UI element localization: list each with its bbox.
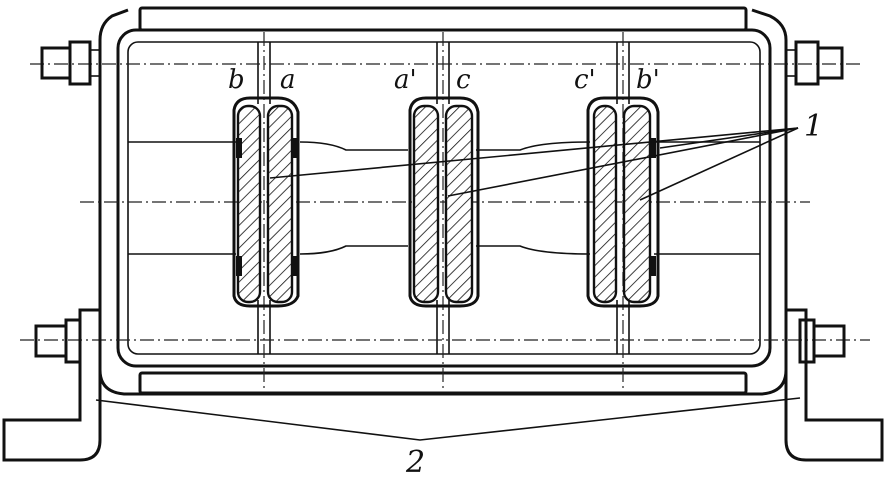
left-foot-bracket: [2, 308, 102, 462]
core-separators: [257, 42, 630, 354]
coil-pair-c-prime-b-prime: [586, 96, 660, 308]
inner-frame: [116, 28, 772, 368]
bolt-top-left: [40, 40, 101, 86]
core-lines: [128, 141, 760, 255]
callout-2-leaders: [95, 397, 801, 441]
core-yoke-outline: [127, 41, 761, 355]
label-a: a: [280, 65, 296, 95]
coil-pair-a-prime-c: [408, 96, 480, 308]
coil-pair-b-a: [232, 96, 300, 308]
bolt-top-right: [785, 40, 844, 86]
label-b-prime: b': [636, 65, 660, 95]
callout-1-label: 1: [804, 109, 823, 144]
label-c: c: [456, 65, 471, 95]
callout-1-leaders: [269, 127, 799, 201]
callout-2-label: 2: [405, 445, 425, 478]
top-clamp-bar: [138, 6, 748, 32]
label-a-prime: a': [394, 65, 417, 95]
label-b: b: [228, 65, 245, 95]
outer-frame: [98, 8, 788, 396]
label-c-prime: c': [574, 65, 596, 95]
bolt-bottom-left: [34, 318, 82, 364]
right-foot-bracket: [784, 308, 884, 462]
